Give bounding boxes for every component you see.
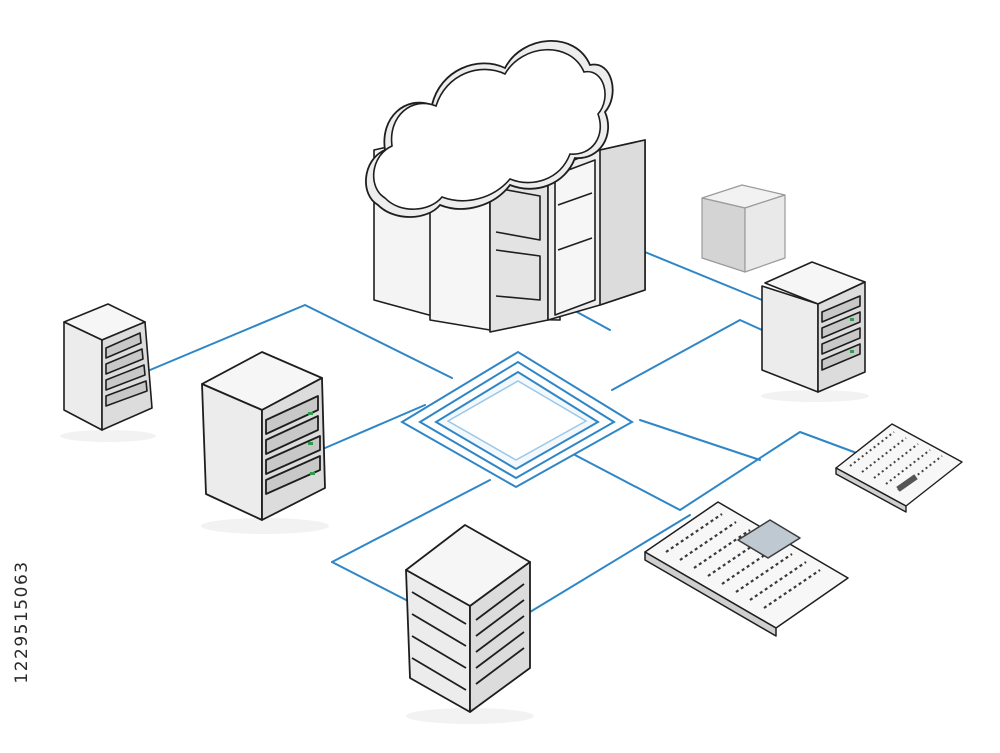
link-left-server — [149, 304, 453, 379]
cloud-icon — [365, 40, 614, 218]
rack-server-left — [63, 303, 153, 431]
keyboard-panel-icon — [835, 423, 963, 513]
storage-cube-icon — [701, 184, 786, 273]
link-bottom-right — [529, 514, 691, 613]
floor-reflections — [60, 390, 869, 724]
link-bottom-server — [331, 479, 491, 563]
stock-image-id: 1229515063 — [12, 560, 32, 684]
link-top-right — [639, 249, 763, 301]
link-right-console — [574, 431, 863, 511]
link-right-mid — [639, 419, 761, 461]
link-bottom-server-branch — [331, 561, 411, 603]
rack-server-right — [761, 261, 866, 393]
rack-server-middle — [201, 351, 326, 521]
network-links — [149, 249, 863, 613]
control-console-icon — [644, 501, 849, 637]
link-right-server — [611, 319, 763, 391]
tower-server-bottom — [405, 524, 531, 713]
network-switch-icon — [400, 350, 634, 489]
link-mid-left-server — [324, 404, 426, 449]
stock-id-strip: 1229515063 — [2, 512, 42, 732]
